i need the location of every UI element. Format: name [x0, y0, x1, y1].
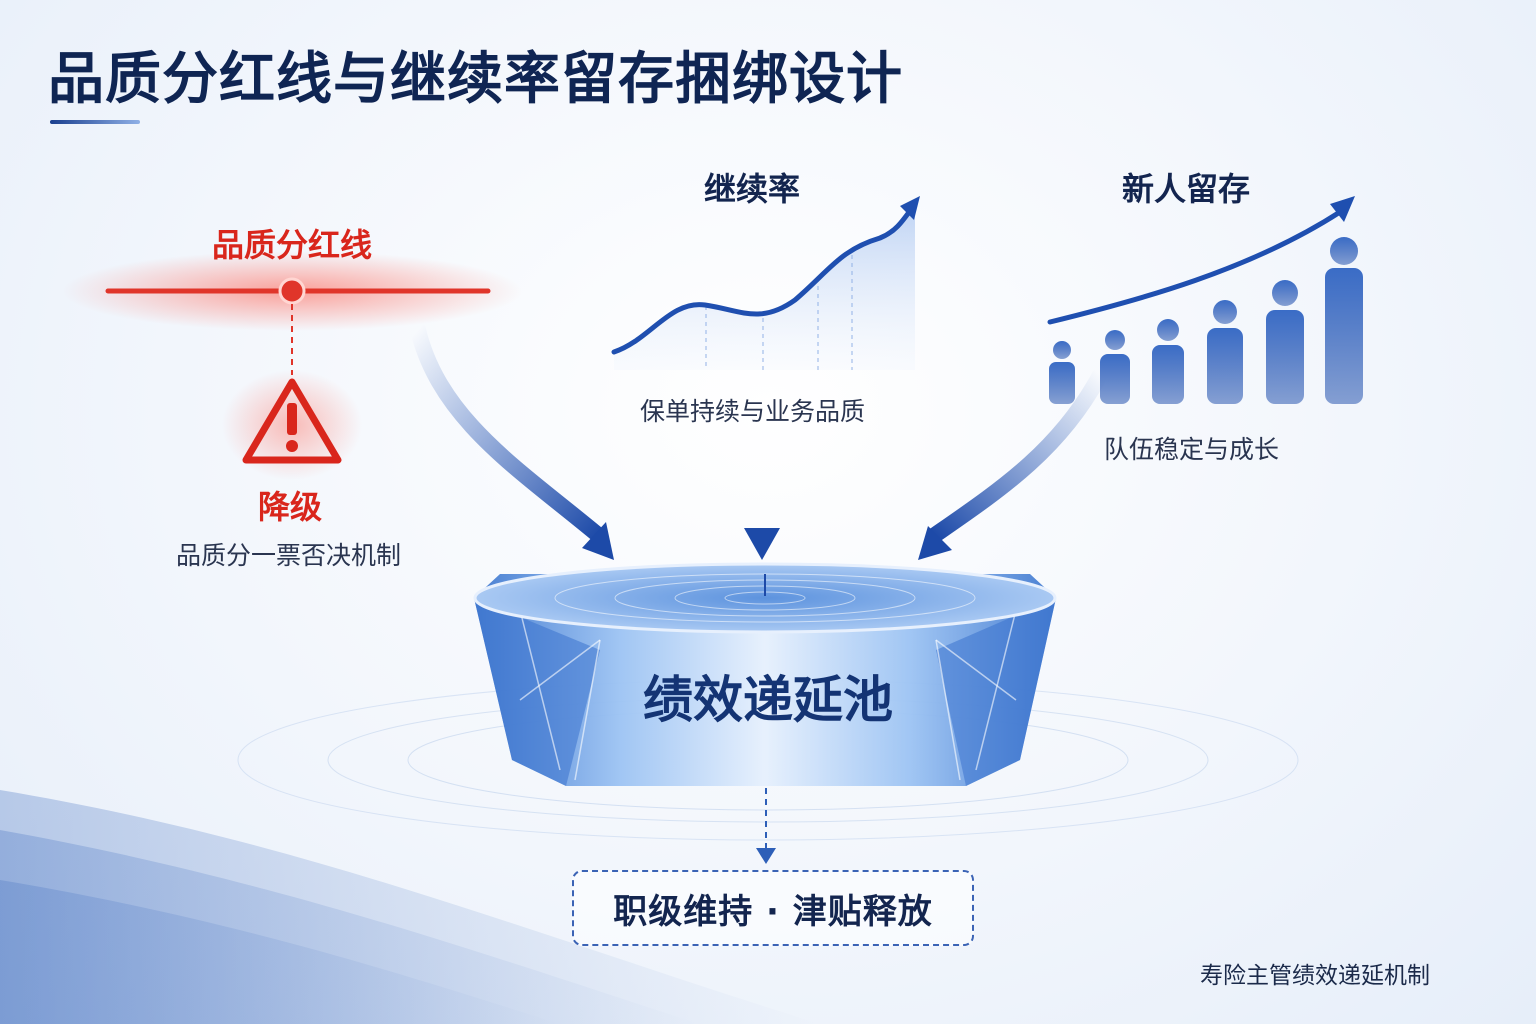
retention-subtitle: 保单持续与业务品质 — [640, 397, 866, 426]
flow-arrows — [410, 322, 1108, 560]
retention-chart — [611, 196, 920, 370]
newhire-subtitle: 队伍稳定与成长 — [1104, 435, 1280, 464]
veto-text: 品质分一票否决机制 — [176, 541, 402, 570]
warning-icon — [222, 370, 362, 480]
retention-label: 继续率 — [704, 170, 801, 208]
title-underline — [50, 120, 140, 124]
newhire-label: 新人留存 — [1122, 170, 1251, 208]
pool-label: 绩效递延池 — [643, 671, 893, 729]
newhire-chart — [1047, 196, 1363, 404]
quality-redline-label: 品质分红线 — [212, 226, 373, 264]
person-icon-3 — [1152, 319, 1184, 404]
person-icon-6 — [1325, 237, 1363, 404]
footer-caption: 寿险主管绩效递延机制 — [1200, 963, 1430, 989]
downgrade-label: 降级 — [258, 488, 323, 526]
person-icon-5 — [1266, 280, 1304, 404]
arrow-newhire-to-pool — [927, 367, 1108, 543]
result-box: 职级维持 · 津贴释放 — [572, 870, 974, 946]
person-icon-2 — [1100, 330, 1130, 404]
arrow-pool-to-result — [756, 788, 776, 864]
arrow-redline-to-pool — [410, 322, 606, 543]
performance-pool — [473, 562, 1057, 786]
person-icon-4 — [1207, 300, 1243, 404]
background-waves — [0, 790, 820, 1024]
quality-redline — [62, 251, 522, 375]
result-label: 职级维持 · 津贴释放 — [613, 891, 933, 932]
page-title: 品质分红线与继续率留存捆绑设计 — [48, 47, 903, 112]
person-icon-1 — [1049, 341, 1075, 404]
